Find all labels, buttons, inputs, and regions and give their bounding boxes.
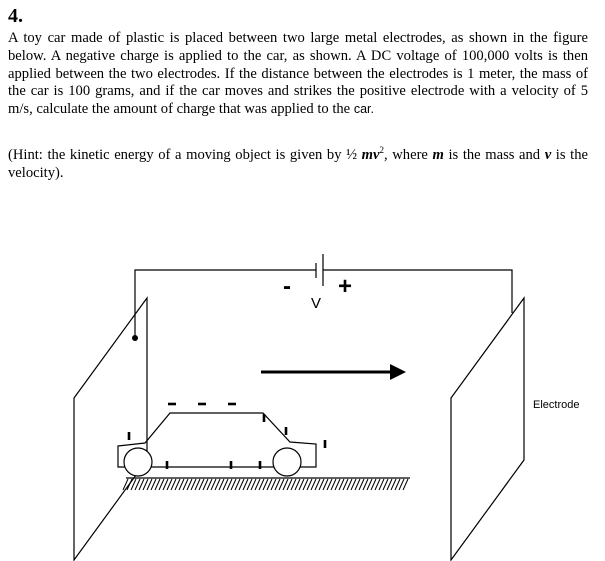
question-body-tail: car. [353, 102, 374, 117]
question-body: A toy car made of plastic is placed betw… [8, 30, 588, 118]
motion-arrow-head [390, 364, 406, 380]
car-charge-marks [127, 402, 327, 469]
hint-text: (Hint: the kinetic energy of a moving ob… [8, 145, 588, 181]
question-text: A toy car made of plastic is placed betw… [8, 30, 588, 119]
car-wheel-left [123, 447, 153, 477]
battery-plus-label: + [338, 273, 352, 300]
left-electrode-contact [132, 335, 138, 341]
car-wheel-right [272, 447, 302, 477]
question-number: 4. [8, 5, 23, 27]
battery-minus-label: - [283, 273, 291, 300]
right-electrode [450, 296, 525, 561]
car-body [117, 412, 317, 468]
electrode-label: Electrode [533, 399, 579, 411]
voltage-label: V [311, 295, 321, 312]
ground-hatching [122, 478, 409, 491]
right-wire [323, 269, 513, 313]
